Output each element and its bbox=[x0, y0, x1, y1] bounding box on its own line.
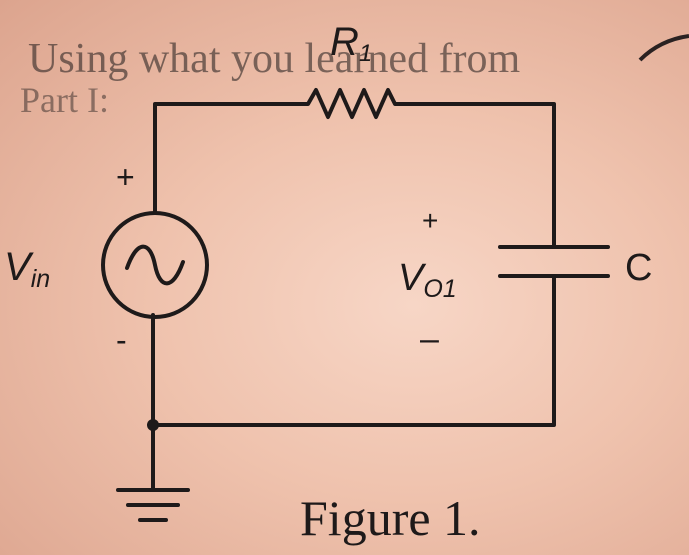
source-minus-sign: - bbox=[116, 322, 127, 358]
wires bbox=[151, 102, 556, 492]
capacitor-symbol bbox=[498, 245, 610, 278]
sine-wave-icon bbox=[125, 244, 185, 286]
wire-left-top bbox=[153, 102, 302, 215]
source-plus-sign: + bbox=[116, 159, 135, 195]
source-label: Vin bbox=[4, 245, 50, 293]
output-voltage-label: VO1 bbox=[398, 257, 457, 303]
output-minus-sign: – bbox=[420, 320, 439, 358]
wire-bottom bbox=[151, 274, 556, 427]
capacitor-label: C bbox=[625, 247, 652, 289]
margin-curve bbox=[638, 34, 689, 62]
resistor-symbol bbox=[300, 88, 402, 119]
junction-node bbox=[147, 419, 159, 431]
figure-caption: Figure 1. bbox=[300, 490, 481, 546]
ac-source-symbol bbox=[101, 211, 209, 319]
ground-icon bbox=[116, 488, 190, 522]
wire-right-top bbox=[400, 102, 556, 249]
output-plus-sign: + bbox=[422, 205, 438, 236]
resistor-label: R1 bbox=[330, 20, 372, 67]
